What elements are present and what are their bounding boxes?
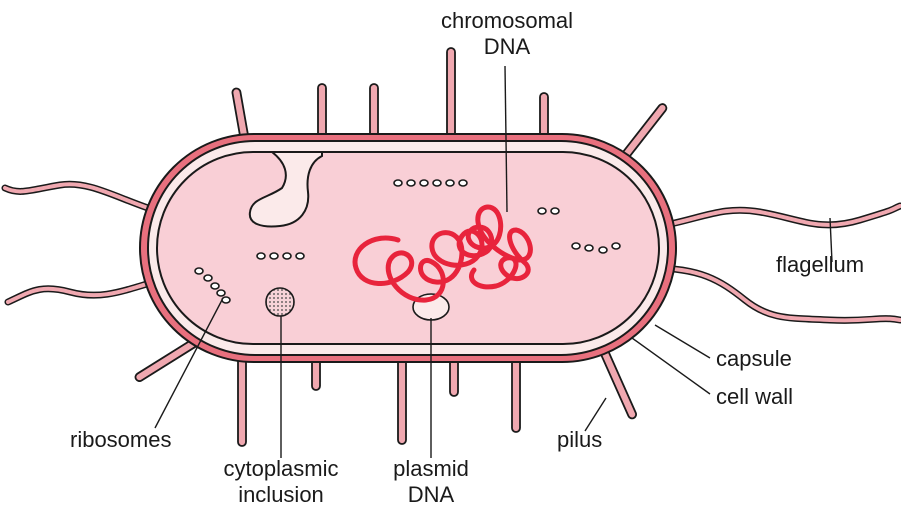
label-cell-wall: cell wall (716, 384, 793, 410)
label-plasmid-dna-line1: plasmid (366, 456, 496, 482)
cytoplasmic-inclusion-granule (266, 288, 294, 316)
flagellum-left-top (5, 184, 160, 212)
label-ribosomes: ribosomes (70, 427, 171, 453)
label-flagellum: flagellum (776, 252, 864, 278)
label-plasmid-dna-line2: DNA (366, 482, 496, 508)
flagellum-right-top (650, 206, 900, 228)
label-capsule: capsule (716, 346, 792, 372)
label-cytoplasmic-inclusion: cytoplasmic inclusion (196, 456, 366, 508)
leader-cell-wall (632, 338, 710, 394)
label-chromosomal-dna-line1: chromosomal (412, 8, 602, 34)
label-chromosomal-dna-line2: DNA (412, 34, 602, 60)
flagellum-left-bottom (8, 280, 160, 302)
leader-capsule (655, 325, 710, 358)
label-chromosomal-dna: chromosomal DNA (412, 8, 602, 60)
label-cytoplasmic-inclusion-line2: inclusion (196, 482, 366, 508)
label-plasmid-dna: plasmid DNA (366, 456, 496, 508)
label-cytoplasmic-inclusion-line1: cytoplasmic (196, 456, 366, 482)
cell-body (140, 134, 676, 362)
label-pilus: pilus (557, 427, 602, 453)
